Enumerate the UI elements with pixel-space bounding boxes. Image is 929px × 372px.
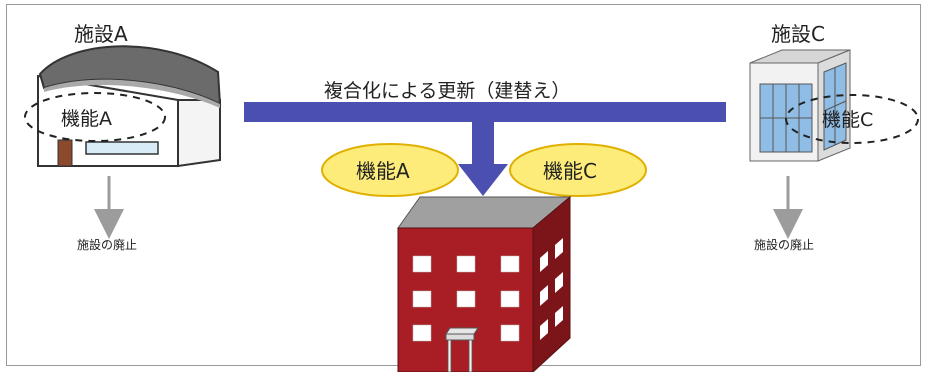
- combined-function-c-ellipse: [509, 143, 647, 197]
- facility-c-function-label: 機能C: [822, 109, 873, 131]
- renewal-bar: [244, 102, 726, 122]
- facility-c-group: 施設C 機能C 施設の廃止: [749, 22, 919, 252]
- renewal-arrow-head: [458, 164, 508, 196]
- facility-c-building-icon: [749, 49, 851, 162]
- combined-function-a-label: 機能A: [356, 159, 410, 183]
- facility-a-status: 施設の廃止: [77, 237, 137, 252]
- facility-a-building-icon: [37, 45, 222, 168]
- renewal-bar-group: 複合化による更新（建替え）: [244, 80, 726, 196]
- facility-a-function-label: 機能A: [61, 108, 112, 130]
- facility-a-title: 施設A: [74, 22, 128, 46]
- renewal-arrow-shaft: [472, 120, 494, 166]
- combined-function-c-label: 機能C: [543, 159, 597, 183]
- facility-c-function-ellipse: [785, 94, 919, 144]
- renewal-bar-label: 複合化による更新（建替え）: [324, 80, 570, 102]
- facility-a-group: 施設A 機能A 施設の廃止: [24, 22, 222, 252]
- combined-building-icon: [397, 195, 572, 372]
- combined-function-a-ellipse: [321, 143, 459, 197]
- combined-functions: 機能A 機能C: [321, 143, 647, 197]
- facility-a-function-ellipse: [24, 92, 166, 142]
- facility-c-title: 施設C: [771, 22, 825, 46]
- facility-c-status: 施設の廃止: [754, 237, 814, 252]
